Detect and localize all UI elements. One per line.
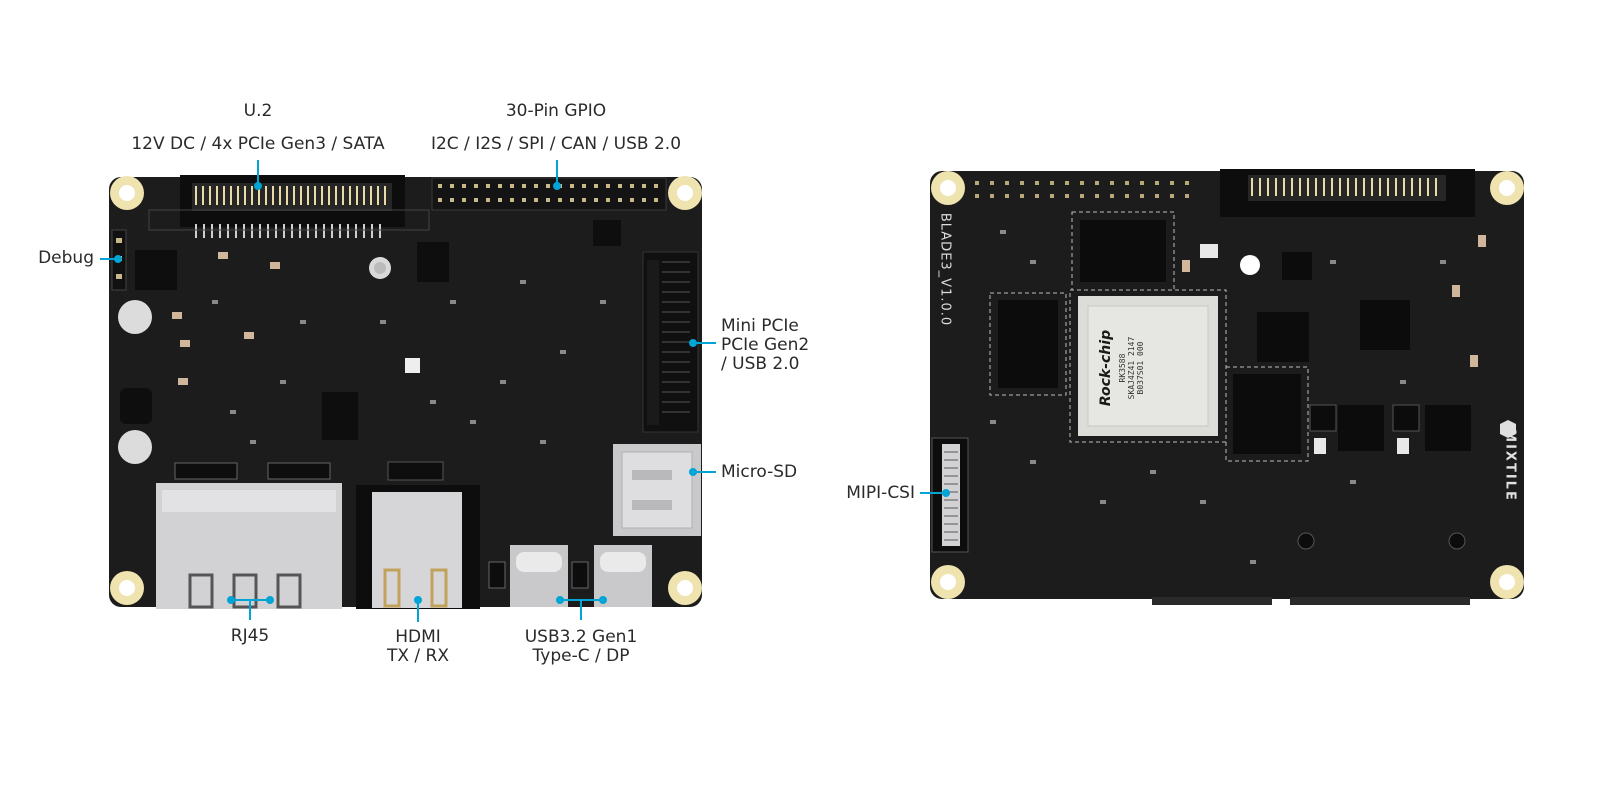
micro-sd-slot [613,444,701,536]
mixtile-logo [1500,420,1516,438]
front-components [118,220,621,481]
gpio-header [431,177,667,211]
back-leader-lines [920,489,950,497]
u2-title: U.2 [243,101,273,121]
mini-pcie-label-line2: PCIe Gen2 [721,335,810,355]
back-u2-connector [1220,169,1475,217]
gpio-title: 30-Pin GPIO [505,101,607,121]
debug-label: Debug [38,248,94,268]
soc-chip-markings: Rock-chip RK3588 SKAJ4Z41 2147 B037S01 0… [1098,305,1198,431]
brand-silkscreen: MIXTILE [1502,429,1518,502]
usb-label-line2: Type-C / DP [532,646,630,666]
rj45-jack [156,483,342,609]
gpio-description: I2C / I2S / SPI / CAN / USB 2.0 [430,134,682,154]
mipi-csi-label: MIPI-CSI [846,483,915,503]
back-board-illustration [920,169,1524,605]
back-pcb [930,171,1524,599]
mini-pcie-label-line3: / USB 2.0 [721,354,800,374]
u2-connector [148,175,430,238]
front-board-illustration [100,160,716,622]
rj45-label: RJ45 [230,626,270,646]
front-leader-lines [100,160,716,622]
mini-pcie-slot [642,251,699,433]
chip-brand: Rock-chip [1098,329,1114,407]
hdmi-ports [356,485,480,609]
chip-lot: SKAJ4Z41 2147 [1127,336,1136,400]
usb-label-line1: USB3.2 Gen1 [524,627,638,647]
micro-sd-label: Micro-SD [721,462,798,482]
mounting-holes [110,176,702,605]
mini-pcie-label-line1: Mini PCIe [721,316,799,336]
u2-description: 12V DC / 4x PCIe Gen3 / SATA [131,134,385,154]
back-gpio-pads [975,181,1189,198]
hdmi-label-line1: HDMI [395,627,441,647]
back-mounting-holes [931,171,1524,599]
board-silkscreen: BLADE3_V1.0.0 [937,212,953,327]
hdmi-label-line2: TX / RX [386,646,450,666]
chip-code: B037S01 000 [1136,341,1145,395]
back-components [989,211,1486,564]
mipi-csi-connector [931,437,969,553]
chip-model: RK3588 [1118,353,1127,383]
